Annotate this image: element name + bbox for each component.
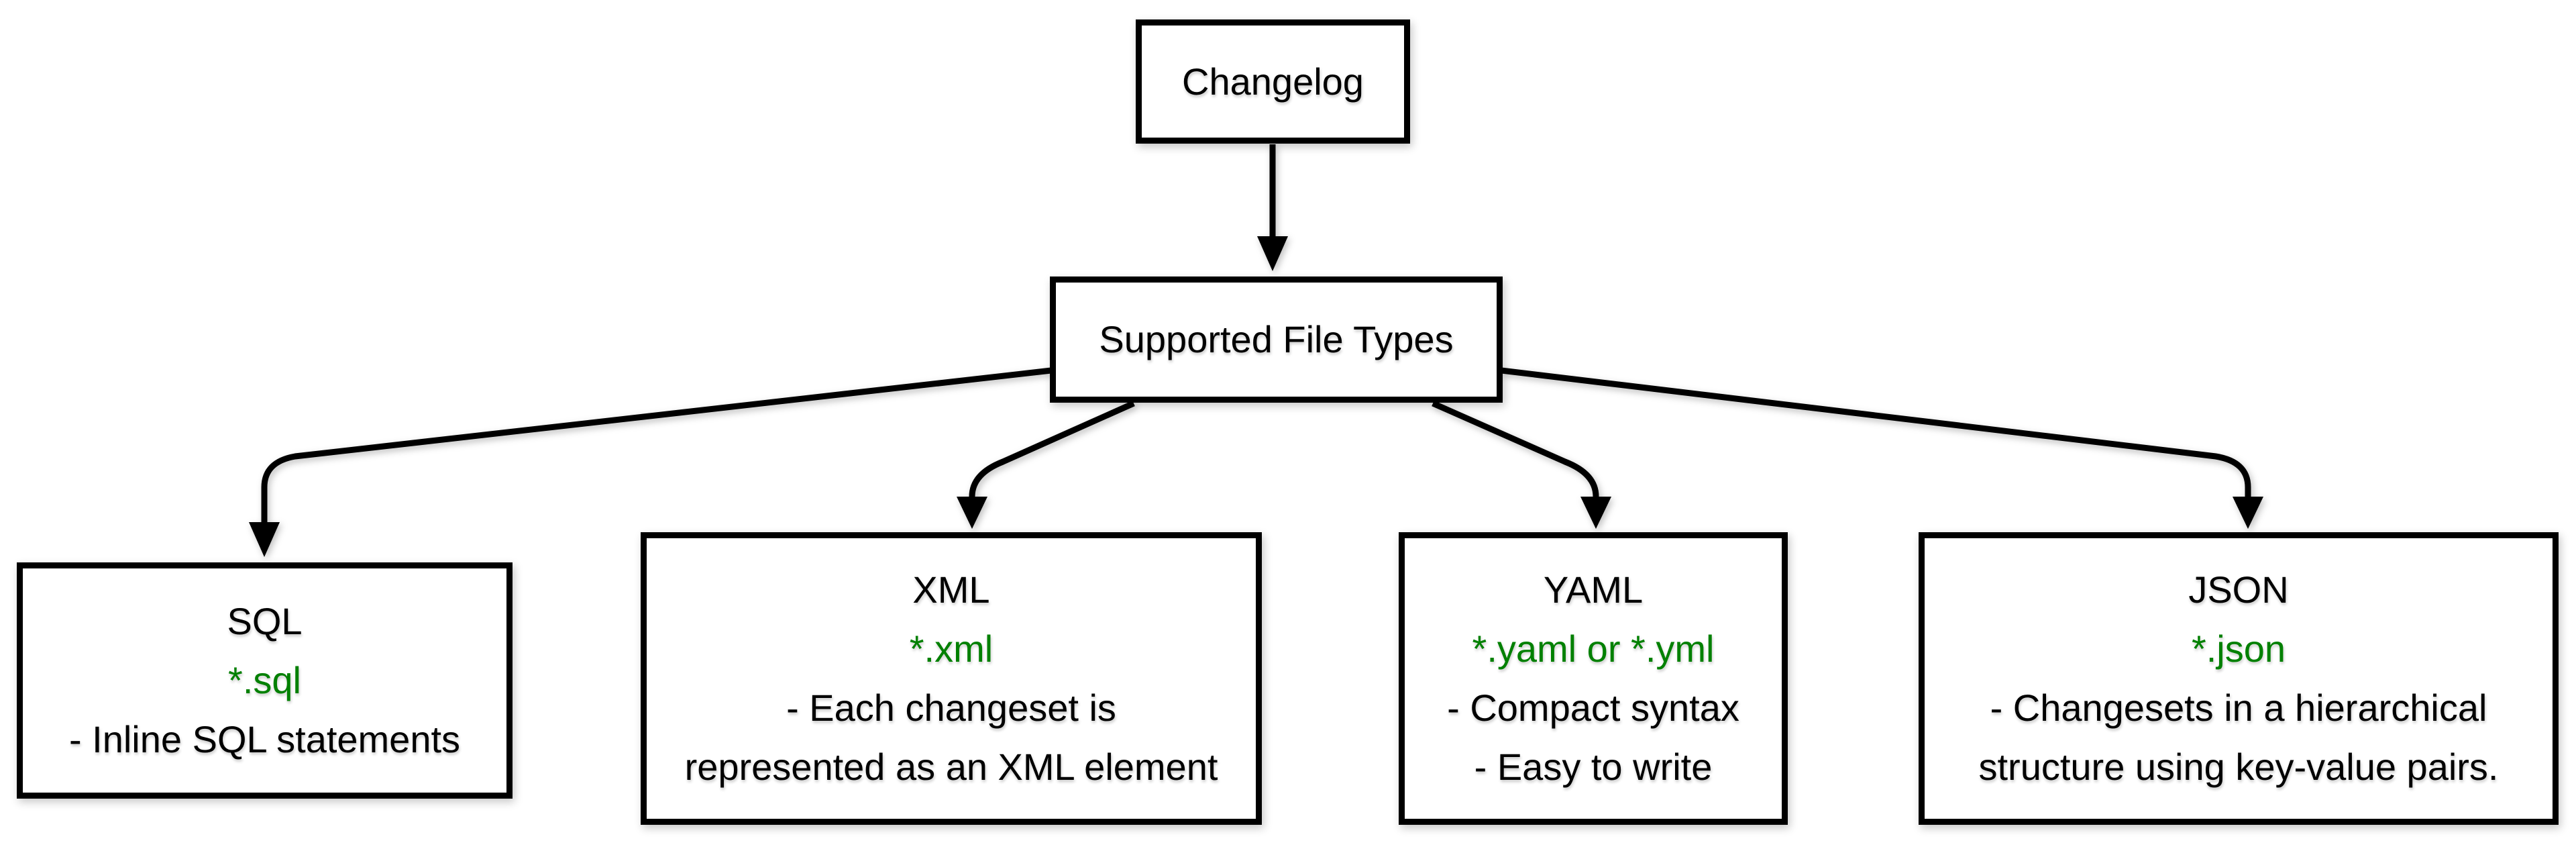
- edge-supported-to-sql: [249, 367, 1052, 557]
- node-label: SQL: [227, 600, 303, 642]
- node-supported-file-types: Supported File Types: [1050, 277, 1503, 403]
- node-label: Changelog: [1182, 60, 1364, 103]
- arrowhead-down-icon: [957, 497, 987, 529]
- file-pattern: *.json: [2191, 628, 2286, 670]
- arrowhead-down-icon: [2233, 497, 2263, 529]
- edge-line: [261, 367, 1052, 525]
- description-line: structure using key-value pairs.: [1978, 746, 2499, 788]
- edge-supported-to-json: [1501, 367, 2263, 529]
- edge-line: [969, 400, 1135, 499]
- description-line: - Changesets in a hierarchical: [1990, 687, 2487, 729]
- node-label: JSON: [2188, 568, 2289, 611]
- description-line: - Compact syntax: [1447, 687, 1739, 729]
- node-yaml: YAML *.yaml or *.yml - Compact syntax - …: [1399, 532, 1788, 825]
- arrowhead-down-icon: [1257, 236, 1288, 271]
- description-line: - Each changeset is: [786, 687, 1116, 729]
- description-line: - Inline SQL statements: [68, 718, 461, 760]
- edge-line: [1432, 400, 1599, 499]
- file-pattern: *.sql: [228, 659, 301, 701]
- edge-changelog-to-supported: [1257, 144, 1288, 271]
- edge-supported-to-xml: [957, 400, 1135, 529]
- node-label: Supported File Types: [1099, 318, 1454, 360]
- arrowhead-down-icon: [249, 522, 280, 557]
- arrowhead-down-icon: [1580, 497, 1611, 529]
- node-json: JSON *.json - Changesets in a hierarchic…: [1919, 532, 2559, 825]
- description-line: - Easy to write: [1474, 746, 1713, 788]
- file-pattern: *.xml: [909, 628, 994, 670]
- node-sql: SQL *.sql - Inline SQL statements: [17, 562, 513, 799]
- node-label: XML: [912, 568, 990, 611]
- edge-line: [1501, 367, 2251, 499]
- node-label: YAML: [1543, 568, 1644, 611]
- description-line: represented as an XML element: [684, 746, 1218, 788]
- edge-supported-to-yaml: [1432, 400, 1611, 529]
- file-pattern: *.yaml or *.yml: [1472, 628, 1715, 670]
- node-changelog: Changelog: [1136, 19, 1410, 144]
- node-xml: XML *.xml - Each changeset is represente…: [641, 532, 1262, 825]
